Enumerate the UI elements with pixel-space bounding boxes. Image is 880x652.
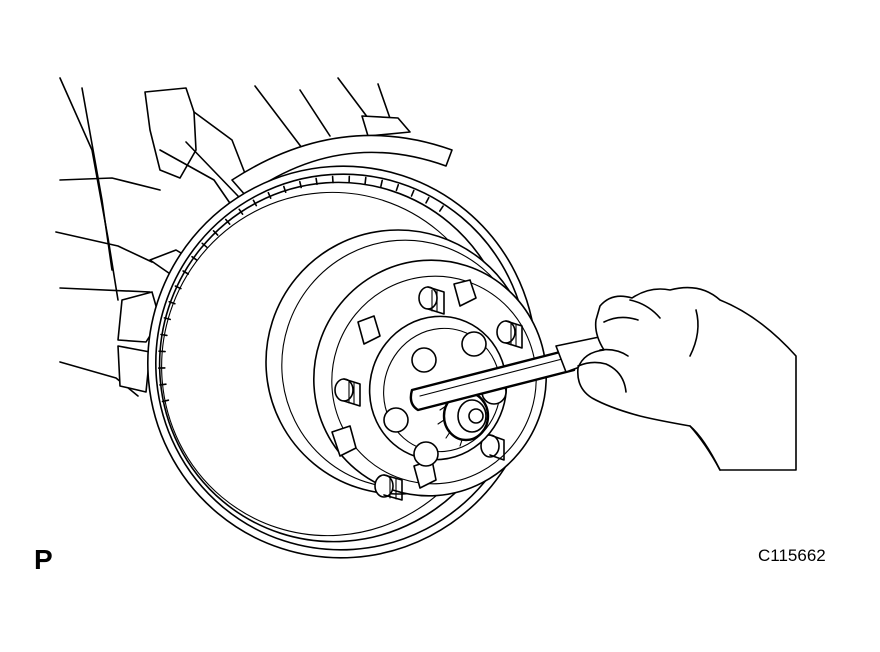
vent-slot <box>212 230 219 236</box>
vent-slot <box>438 205 444 212</box>
hub-nut <box>437 390 490 447</box>
rotor-vent-slots <box>158 175 444 403</box>
dust-shield <box>231 134 453 197</box>
vent-slot <box>252 199 258 207</box>
wheel-stud <box>418 286 445 315</box>
vent-slot <box>282 185 287 193</box>
wheel-stud <box>374 474 403 501</box>
vent-slot <box>267 191 272 199</box>
wheel-studs <box>334 286 523 501</box>
view-label: P <box>34 544 53 575</box>
vent-slot <box>395 183 400 192</box>
feeler-gauge <box>409 335 611 412</box>
vent-slot <box>182 270 190 275</box>
flange-bosses <box>331 279 477 489</box>
vent-slot <box>298 180 303 189</box>
wheel-stud <box>480 434 505 461</box>
vent-slot <box>315 177 318 186</box>
vent-slot <box>191 255 198 262</box>
vent-slot <box>168 300 176 305</box>
vent-slot <box>174 285 182 290</box>
vent-slot <box>425 196 430 204</box>
vent-slot <box>159 383 167 386</box>
vent-slot <box>225 218 231 225</box>
wheel-stud <box>334 378 361 407</box>
vent-slot <box>380 179 384 188</box>
technician-hand <box>576 286 797 471</box>
vent-slot <box>160 333 168 337</box>
wheel-stud <box>496 320 523 349</box>
vent-slot <box>161 399 170 403</box>
vent-slot <box>238 208 244 215</box>
vent-slot <box>364 176 367 185</box>
vent-slot <box>410 189 415 197</box>
figure-code: C115662 <box>758 546 826 565</box>
vent-slot <box>163 317 171 321</box>
vent-slot <box>201 242 208 248</box>
